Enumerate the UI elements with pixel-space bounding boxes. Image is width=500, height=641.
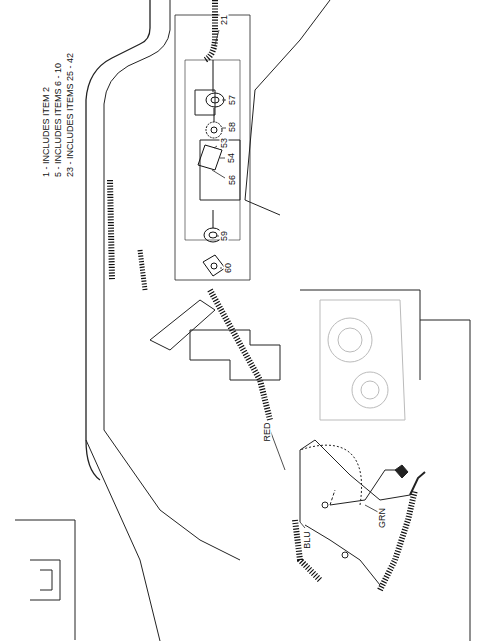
callout-number: 60 xyxy=(224,262,233,274)
callout-number: 54 xyxy=(227,152,236,164)
note-text: 1 - INCLUDES ITEM 2 xyxy=(42,86,51,178)
wire-color-label: GRN xyxy=(378,507,387,529)
wire-color-label: BLU xyxy=(303,530,312,550)
callout-number: 59 xyxy=(220,230,229,242)
wire-color-label: RED xyxy=(263,421,272,442)
note-text: 23 - INCLUDES ITEMS 25 - 42 xyxy=(66,52,75,178)
callout-number: 58 xyxy=(228,121,237,133)
callout-number: 57 xyxy=(228,94,237,106)
callout-number: 21 xyxy=(220,14,229,26)
note-text: 5 - INCLUDES ITEMS 6 - 10 xyxy=(54,62,63,178)
callout-number: 53 xyxy=(220,137,229,149)
callout-number: 56 xyxy=(228,174,237,186)
